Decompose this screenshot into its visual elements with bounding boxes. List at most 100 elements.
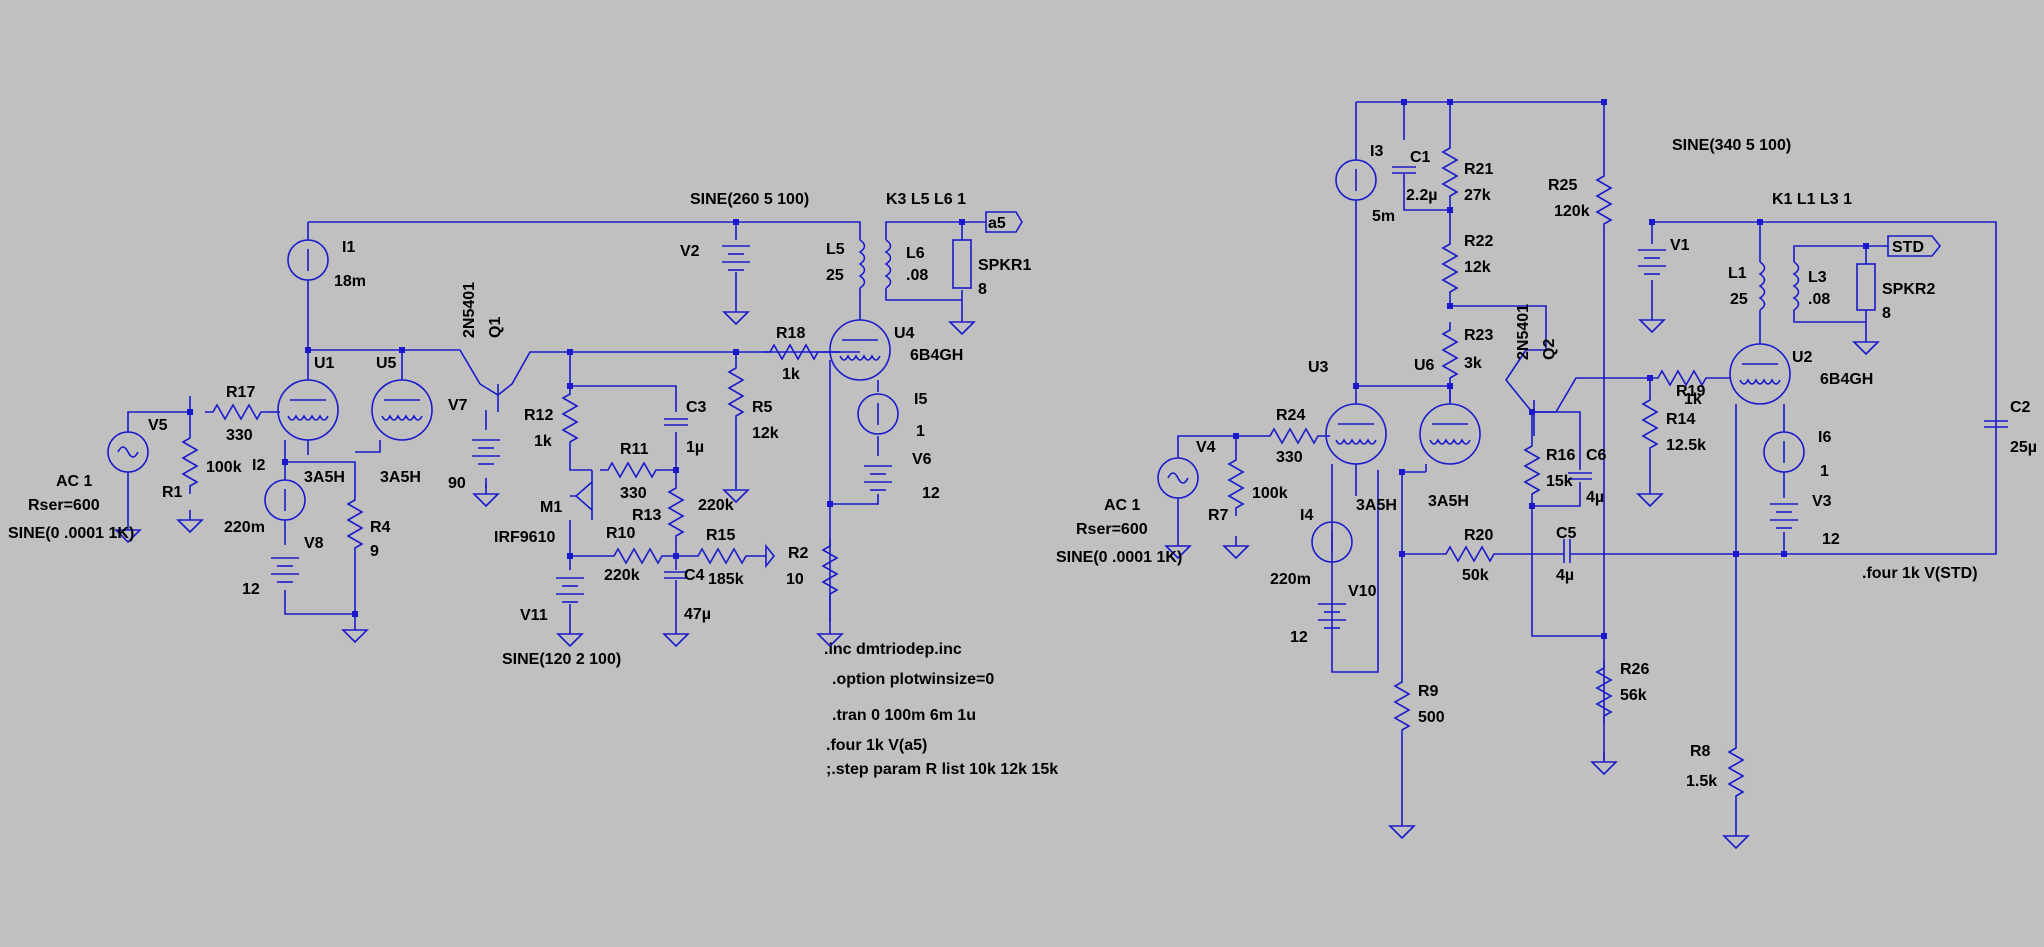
resistor-r9[interactable] [1394,673,1410,739]
current-source-i1[interactable] [287,239,329,281]
current-source-i5[interactable] [857,393,899,435]
label: 12 [922,485,940,502]
resistor-r13[interactable] [668,479,684,545]
label: R19 [1676,383,1705,400]
battery-v6[interactable] [863,465,893,491]
label: L6 [906,245,925,262]
resistor-r10[interactable] [605,548,671,564]
label: 8 [978,281,987,298]
resistor-r17[interactable] [204,404,270,420]
label: 3k [1464,355,1482,372]
wire[interactable] [1793,245,1888,332]
label: SINE(0 .0001 1K) [8,525,134,542]
resistor-r15[interactable] [689,548,755,564]
speaker-spkr1[interactable] [952,239,972,289]
tube-u2[interactable] [1729,343,1791,405]
wire[interactable] [1355,174,1450,386]
inductor-l1[interactable] [1759,261,1766,311]
battery-v3[interactable] [1769,503,1799,529]
label: 220k [604,567,640,584]
label: 18m [334,273,366,290]
resistor-r21[interactable] [1442,139,1458,205]
wire[interactable] [308,221,861,240]
wire[interactable] [1531,411,1581,470]
transistor-q1[interactable] [479,351,860,412]
wire[interactable] [1331,464,1427,673]
wire[interactable] [569,450,593,556]
inductor-l5[interactable] [859,239,866,289]
resistor-r7[interactable] [1228,451,1244,517]
wire[interactable] [284,440,381,492]
label: 5m [1372,208,1395,225]
netlabel-a5[interactable] [962,211,1023,233]
resistor-r14[interactable] [1642,391,1658,457]
label: R23 [1464,327,1493,344]
wire[interactable] [830,494,879,505]
netlabel-std[interactable] [1887,235,1942,257]
battery-v8[interactable] [270,557,300,583]
wire[interactable] [1355,101,1605,168]
label: 100k [206,459,242,476]
wire[interactable] [1735,404,1785,740]
tube-u4[interactable] [829,319,891,381]
tube-u3[interactable] [1325,403,1387,465]
label: C6 [1586,447,1607,464]
resistor-r12[interactable] [562,385,578,451]
ground-icon [663,623,689,647]
ground-icon [1591,751,1617,775]
ground-icon [557,623,583,647]
label: R24 [1276,407,1305,424]
mosfet-m1[interactable] [570,481,593,511]
label: U6 [1414,357,1435,374]
resistor-r25[interactable] [1596,167,1612,233]
resistor-r20[interactable] [1437,546,1503,562]
transistor-q2[interactable] [1505,349,1650,436]
inductor-l6[interactable] [885,239,892,289]
tube-u6[interactable] [1419,403,1481,465]
capacitor-c3[interactable] [663,418,689,426]
resistor-r5[interactable] [728,359,744,425]
resistor-r23[interactable] [1442,321,1458,387]
wire[interactable] [754,543,776,569]
resistor-r4[interactable] [347,491,363,557]
label: R1 [162,484,183,501]
current-source-i2[interactable] [264,479,306,521]
wire[interactable] [569,352,677,412]
wire[interactable] [885,221,963,312]
wire[interactable] [127,396,191,520]
resistor-r16[interactable] [1524,437,1540,503]
battery-v7[interactable] [471,439,501,465]
ac-source-v5[interactable] [107,431,149,473]
current-source-i3[interactable] [1335,159,1377,201]
resistor-r1[interactable] [182,429,198,495]
capacitor-c5[interactable] [1563,538,1571,564]
wire[interactable] [1355,385,1451,404]
battery-v1[interactable] [1637,249,1667,275]
battery-v11[interactable] [555,577,585,603]
wire[interactable] [1531,482,1604,637]
label: 4µ [1556,567,1574,584]
resistor-r8[interactable] [1728,739,1744,805]
inductor-l3[interactable] [1793,261,1800,311]
tube-u5[interactable] [371,379,433,441]
label: 12 [1822,531,1840,548]
speaker-spkr2[interactable] [1856,263,1876,311]
labels-left: AC 1 Rser=600 SINE(0 .0001 1K) V5 R1 100… [8,191,1058,778]
resistor-r22[interactable] [1442,235,1458,301]
label: R2 [788,545,809,562]
current-source-i6[interactable] [1763,431,1805,473]
capacitor-c1[interactable] [1391,166,1417,174]
resistor-r24[interactable] [1261,428,1327,444]
label: 10 [786,571,804,588]
label: Rser=600 [28,497,100,514]
tube-u1[interactable] [277,379,339,441]
label: R17 [226,384,255,401]
ac-source-v4[interactable] [1157,457,1199,499]
wire[interactable] [829,360,879,622]
battery-v2[interactable] [721,245,751,271]
label: R7 [1208,507,1229,524]
label: L3 [1808,269,1827,286]
label: K3 L5 L6 1 [886,191,966,208]
resistor-r11[interactable] [599,462,665,478]
